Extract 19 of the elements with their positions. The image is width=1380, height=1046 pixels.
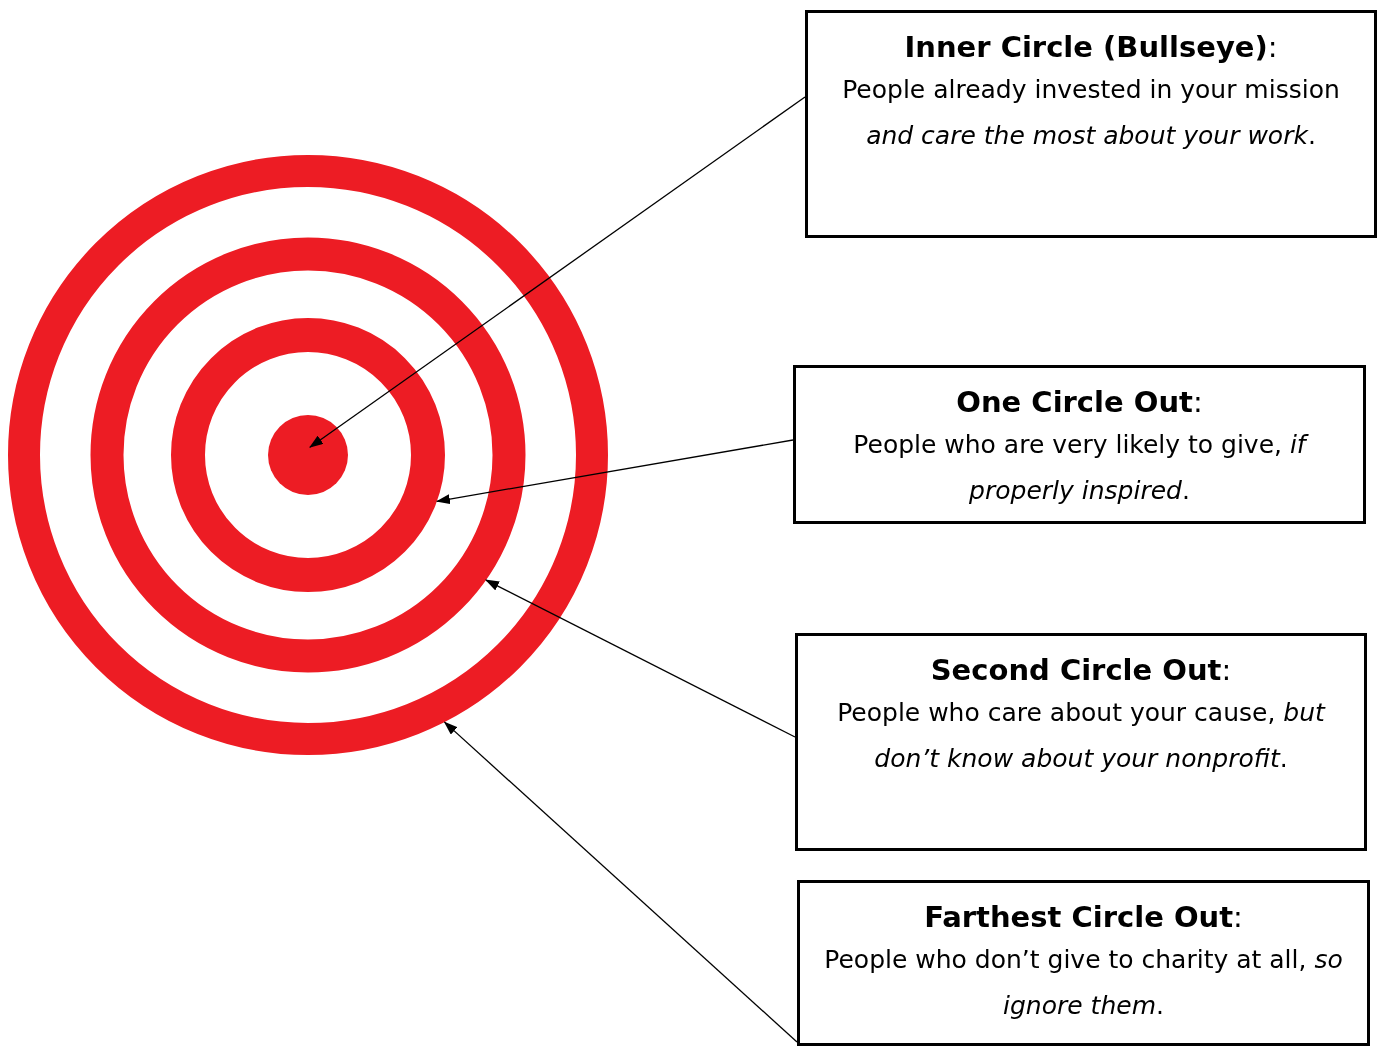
callout-heading: One Circle Out: <box>955 384 1204 421</box>
leader-line <box>443 721 798 1043</box>
target-ring <box>171 318 445 592</box>
callout-text: People already invested in your mission and care the most about your work. <box>841 74 1341 152</box>
callout-text: People who are very likely to give, if properly inspired. <box>808 422 1351 514</box>
callout-heading: Inner Circle (Bullseye): <box>903 29 1279 66</box>
callout-box <box>795 633 1367 851</box>
target-ring <box>90 237 526 673</box>
callout-text: People who don’t give to charity at all, so ignore them. <box>823 944 1344 1022</box>
leader-line <box>435 439 794 504</box>
leader-line <box>485 579 796 738</box>
callout-heading: Farthest Circle Out: <box>923 899 1244 936</box>
callout-text: People who care about your cause, but don’t know about your nonprofit. <box>836 697 1327 775</box>
target-ring <box>8 155 608 755</box>
callout-box <box>793 365 1366 524</box>
callout-heading: Second Circle Out: <box>929 652 1233 689</box>
callout-box <box>805 10 1377 238</box>
callout-box <box>797 880 1370 1046</box>
leader-line <box>309 96 806 448</box>
